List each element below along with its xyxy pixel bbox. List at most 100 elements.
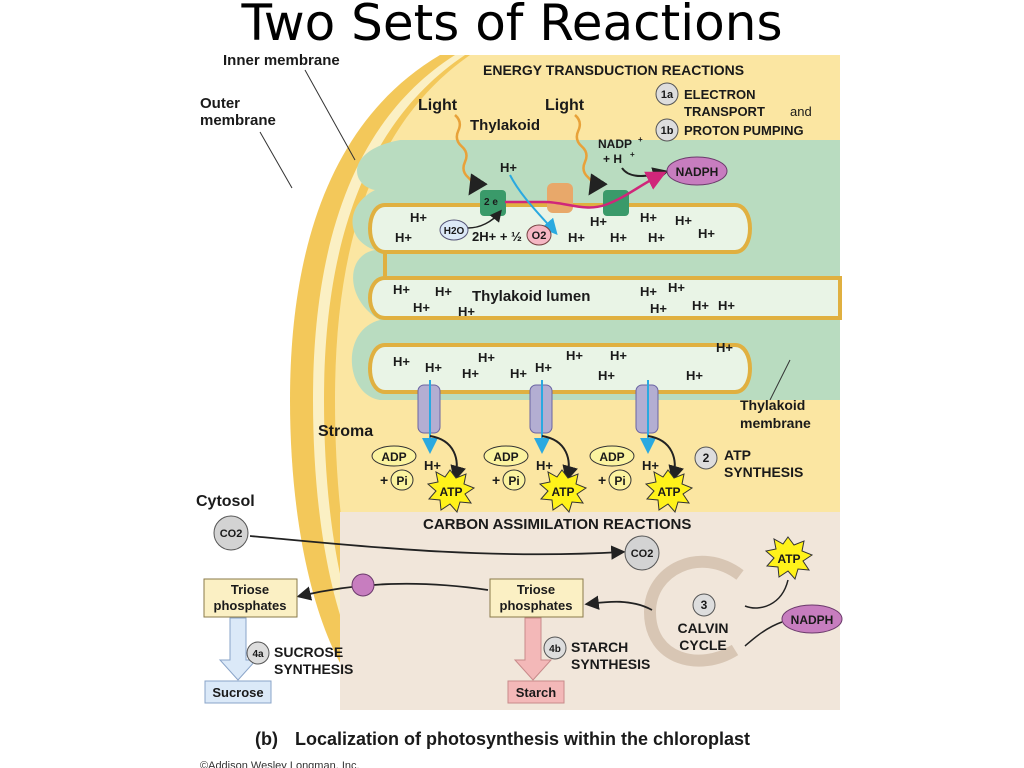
cytochrome-complex	[547, 183, 573, 213]
h-plus-ion: H+	[393, 282, 410, 297]
sucrose-synthesis-line-1: SUCROSE	[274, 644, 343, 660]
triose-cytosol-line-2: phosphates	[214, 598, 287, 613]
co2-cytosol-label: CO2	[220, 528, 243, 540]
h-plus-ion: H+	[610, 230, 627, 245]
sucrose-label: Sucrose	[212, 685, 263, 700]
two-electrons-label: 2 e	[484, 197, 498, 208]
triose-stroma-box	[489, 578, 584, 618]
nadph-top-label: NADPH	[676, 165, 719, 179]
carbon-region	[340, 512, 840, 710]
adp-label: ADP	[381, 450, 406, 464]
atp-synthesis-line-2: SYNTHESIS	[724, 464, 803, 480]
co2-cytosol-circle	[213, 515, 249, 551]
calvin-cycle-line-1: CALVIN	[677, 620, 728, 636]
thylakoid-lumen-middle	[368, 276, 842, 320]
starch-arrow	[513, 617, 553, 681]
pi-label: Pi	[508, 474, 519, 488]
atp-calvin-star	[764, 536, 814, 581]
h-plus-ion: H+	[478, 350, 495, 365]
plus-sign: +	[492, 472, 500, 488]
plus-sign: +	[380, 472, 388, 488]
o2-oval	[526, 224, 552, 246]
h-plus-ion: H+	[566, 348, 583, 363]
o2-label: O2	[532, 230, 547, 242]
h-plus-ion: H+	[598, 368, 615, 383]
h-plus-ion: H+	[568, 230, 585, 245]
step-2-number: 2	[703, 451, 710, 465]
atp-star	[644, 469, 694, 514]
adp-label: ADP	[493, 450, 518, 464]
adp-label: ADP	[599, 450, 624, 464]
thylakoid-lumen-label: Thylakoid lumen	[472, 288, 590, 305]
outer-membrane-leader	[259, 131, 293, 189]
nadp-plus-superscript: +	[638, 135, 643, 144]
step-1a-badge	[655, 82, 679, 106]
starch-synthesis-line-2: SYNTHESIS	[571, 656, 650, 672]
h-plus-ion: H+	[458, 304, 475, 319]
step-4b-number: 4b	[549, 644, 561, 655]
light-arrow-right	[574, 114, 608, 196]
sucrose-synthesis-line-2: SYNTHESIS	[274, 661, 353, 677]
thylakoid-membrane-leader	[769, 359, 791, 401]
inner-membrane-label: Inner membrane	[223, 52, 340, 69]
proton-pumping-label: PROTON PUMPING	[684, 123, 804, 138]
h-plus-ion: H+	[668, 280, 685, 295]
h-plus-ion: H+	[393, 354, 410, 369]
thylakoid-label: Thylakoid	[470, 117, 540, 134]
pi-label: Pi	[614, 474, 625, 488]
atp-label: ATP	[439, 485, 462, 499]
thylakoid-stack	[351, 140, 842, 400]
sucrose-box	[204, 680, 272, 704]
caption-letter: (b)	[255, 729, 278, 749]
sucrose-arrow	[218, 617, 258, 681]
thylakoid-lumen-bottom	[368, 343, 752, 394]
atp-star	[426, 469, 476, 514]
co2-stroma-label: CO2	[631, 548, 654, 560]
h-plus-ion: H+	[536, 458, 553, 473]
outer-membrane-label-1: Outer	[200, 95, 240, 112]
nadph-top-oval	[666, 156, 728, 186]
atp-star	[538, 469, 588, 514]
h-plus-ion: H+	[650, 301, 667, 316]
h-plus-stroma-top: H+	[500, 160, 517, 175]
h-plus-ion: H+	[692, 298, 709, 313]
light-label-right: Light	[545, 97, 585, 114]
cytosol-label: Cytosol	[196, 493, 255, 510]
atp-label: ATP	[551, 485, 574, 499]
slide-title: Two Sets of Reactions	[241, 0, 783, 52]
thylakoid-membrane-label-1: Thylakoid	[740, 397, 805, 413]
h-plus-ion: H+	[462, 366, 479, 381]
step-3-number: 3	[701, 598, 708, 612]
atp-synthesis-line-1: ATP	[724, 447, 751, 463]
step-1b-badge	[655, 118, 679, 142]
h-plus-ion: H+	[395, 230, 412, 245]
photosystem-2	[480, 190, 506, 216]
pi-label: Pi	[396, 474, 407, 488]
atp-label: ATP	[657, 485, 680, 499]
calvin-to-triose-arrow	[584, 595, 653, 611]
outer-membrane-label-2: membrane	[200, 112, 276, 129]
step-1a-number: 1a	[661, 89, 674, 101]
h-plus-ion: H+	[698, 226, 715, 241]
h-plus-ion: H+	[718, 298, 735, 313]
atp-synthase-1: ADP + Pi H+ ATP	[371, 380, 476, 514]
h-plus-ion: H+	[410, 210, 427, 225]
starch-box	[507, 680, 565, 704]
nadph-calvin-oval	[781, 604, 843, 634]
co2-transport-arrow	[249, 535, 626, 560]
h2o-label: H2O	[444, 226, 465, 237]
h-plus-ion: H+	[425, 360, 442, 375]
step-4a-badge	[246, 641, 270, 665]
h-plus-ion: H+	[435, 284, 452, 299]
triose-cytosol-line-1: Triose	[231, 582, 269, 597]
atp-calvin-label: ATP	[777, 552, 800, 566]
atp-synthase-2: ADP + Pi H+ ATP	[483, 380, 588, 514]
h-plus-ion: H+	[648, 230, 665, 245]
calvin-cycle-line-2: CYCLE	[679, 637, 726, 653]
electron-transport-and: and	[790, 104, 812, 119]
proton-pump-arrow	[509, 174, 558, 235]
h-plus-ion: H+	[424, 458, 441, 473]
h-plus-ion: H+	[640, 284, 657, 299]
plus-h-label: + H	[603, 152, 622, 166]
